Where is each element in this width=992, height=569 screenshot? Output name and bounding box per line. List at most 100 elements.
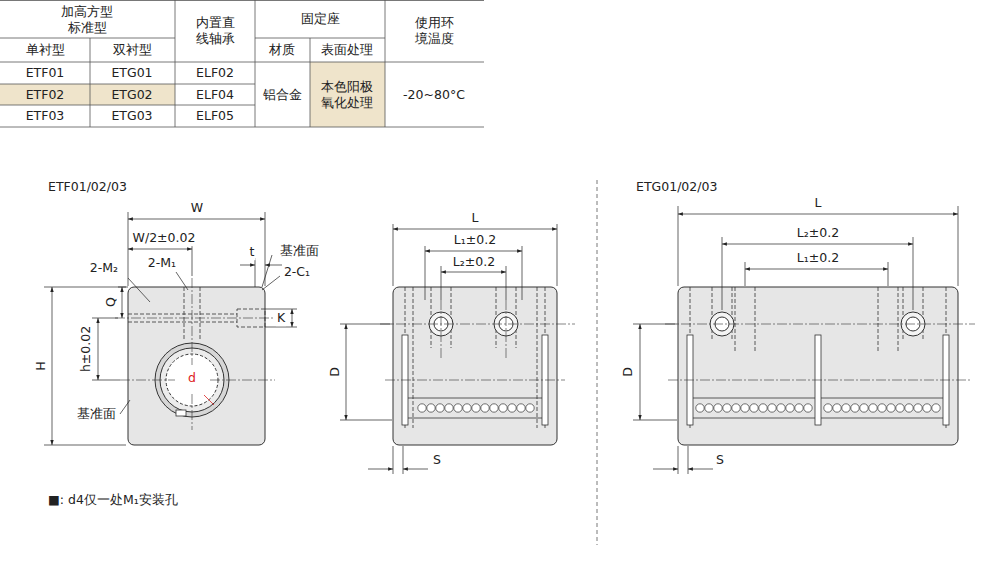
ball-bearing-ball xyxy=(804,404,812,412)
side-view-part-part xyxy=(506,300,507,360)
ball-bearing-ball xyxy=(481,404,489,412)
front-view-part-part xyxy=(52,287,53,445)
spec-table-part xyxy=(0,38,175,39)
side-view-part-part xyxy=(425,251,522,252)
ball-bearing-ball xyxy=(714,404,722,412)
side-view-part-part xyxy=(380,324,575,325)
front-view-part-part xyxy=(98,318,99,380)
spec-table-part xyxy=(255,0,256,127)
ball-bearing-ball xyxy=(750,404,758,412)
side-view-part-part xyxy=(441,300,442,360)
callout-label: 基准面 xyxy=(279,243,320,259)
front-view-part xyxy=(128,287,265,445)
side-view-part-part xyxy=(393,224,394,286)
front-view-part-part xyxy=(240,265,255,266)
dimension-label: D xyxy=(620,366,636,378)
front-view-part xyxy=(204,395,214,405)
ball-bearing-ball xyxy=(759,404,767,412)
side-view-part-part xyxy=(340,420,392,421)
front-view-part-part xyxy=(120,400,130,414)
spec-table-part xyxy=(175,0,176,127)
double-side-view-part-part xyxy=(735,287,736,352)
dimension-label: W xyxy=(190,200,204,216)
view-title: ETG01/02/03 xyxy=(636,179,717,195)
side-view-part xyxy=(340,224,557,474)
side-view-part-part xyxy=(522,246,523,300)
front-view-part-part xyxy=(128,249,192,250)
ball-bearing-ball xyxy=(860,404,868,412)
ball-bearing-ball xyxy=(472,404,480,412)
callout-label: 2-M₁ xyxy=(147,255,177,271)
spec-table-part xyxy=(385,0,386,127)
double-side-view-part-part xyxy=(633,324,677,325)
ball-bearing-ball xyxy=(795,404,803,412)
side-view-part-part xyxy=(413,287,414,428)
spec-table-part xyxy=(255,38,385,39)
ball-bearing-ball xyxy=(463,404,471,412)
table-cell: 表面处理 xyxy=(321,42,373,58)
front-view-part-part xyxy=(210,380,275,381)
table-cell: -20~80°C xyxy=(403,87,465,103)
ball-bearing-ball xyxy=(932,404,940,412)
dimension-label: S xyxy=(432,452,442,468)
table-cell: 内置直 线轴承 xyxy=(192,15,238,46)
double-side-view-part-part xyxy=(898,287,899,352)
double-side-view-part-part xyxy=(678,206,679,286)
double-side-view-part-part xyxy=(745,262,746,286)
ball-bearing-ball xyxy=(499,404,507,412)
ball-bearing-ball xyxy=(418,404,426,412)
ball-bearing-ball xyxy=(696,404,704,412)
table-cell: ELF05 xyxy=(196,108,234,124)
front-view-part-part xyxy=(200,287,201,340)
dimension-label: h±0.02 xyxy=(78,325,94,373)
front-view-part-part xyxy=(262,276,280,290)
side-view-part xyxy=(393,287,557,445)
spec-table-part xyxy=(0,0,484,1)
table-cell: 铝合金 xyxy=(263,87,302,103)
front-view-part-part xyxy=(292,309,293,327)
ball-bearing-ball xyxy=(824,404,832,412)
double-side-view-part-part xyxy=(722,244,913,245)
front-view-part-part xyxy=(265,212,266,286)
front-view-part-part xyxy=(262,255,272,287)
front-view-part-part xyxy=(128,314,237,315)
double-side-view-part-part xyxy=(878,287,879,352)
table-cell: 本色阳极 氧化处理 xyxy=(318,79,376,110)
front-view-part-part xyxy=(44,445,126,446)
table-cell: ELF02 xyxy=(196,65,234,81)
front-view-part-part xyxy=(184,287,185,340)
ball-bearing-ball xyxy=(878,404,886,412)
double-side-view-part xyxy=(696,404,940,412)
double-side-view-part-part xyxy=(633,420,677,421)
ball-bearing-ball xyxy=(427,404,435,412)
table-cell: ETF01 xyxy=(26,65,65,81)
callout-label: 2-C₁ xyxy=(283,264,311,280)
ball-bearing-ball xyxy=(732,404,740,412)
ball-bearing-ball xyxy=(842,404,850,412)
double-side-view-part-part xyxy=(712,287,713,340)
spec-table-part xyxy=(310,38,311,127)
dimension-label: L₁±0.2 xyxy=(453,232,497,248)
spec-table xyxy=(0,0,484,127)
spec-table-part xyxy=(0,84,175,105)
double-side-view-part-part xyxy=(722,237,723,310)
table-cell: ETF03 xyxy=(26,108,65,124)
ball-bearing-ball xyxy=(490,404,498,412)
double-side-view-part-part xyxy=(678,446,679,474)
spec-table-part xyxy=(0,62,484,63)
side-view-part-part xyxy=(537,287,538,428)
ball-bearing-ball xyxy=(454,404,462,412)
double-side-view-part-part xyxy=(913,237,914,310)
ball-bearing-ball xyxy=(777,404,785,412)
ball-bearing-ball xyxy=(768,404,776,412)
side-view-part xyxy=(418,404,534,412)
table-cell: ETG02 xyxy=(111,87,152,103)
front-view-part-part xyxy=(192,394,193,430)
front-view-part-part xyxy=(44,287,126,288)
front-view-part xyxy=(115,278,275,430)
ball-bearing-ball xyxy=(869,404,877,412)
front-view-part xyxy=(128,287,265,340)
